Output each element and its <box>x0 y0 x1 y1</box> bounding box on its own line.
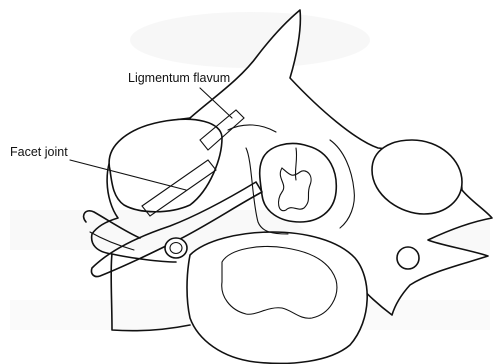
left-transverse-foramen <box>165 238 187 258</box>
right-transverse-foramen <box>397 247 419 269</box>
vertebral-body <box>187 232 367 363</box>
label-ligamentum-flavum: Ligmentum flavum <box>128 71 230 85</box>
left-transverse-process <box>112 254 176 262</box>
spinal-cord <box>260 144 337 222</box>
left-facet-oval <box>109 119 222 211</box>
label-facet-joint: Facet joint <box>10 145 68 159</box>
